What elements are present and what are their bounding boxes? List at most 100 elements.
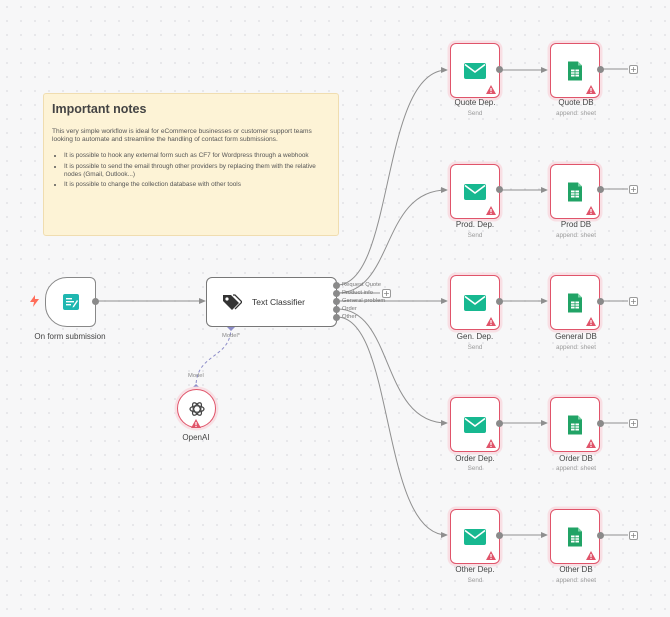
send-node-order[interactable]: [450, 397, 500, 452]
form-icon: [63, 294, 79, 310]
note-bullet: It is possible to change the collection …: [64, 181, 330, 189]
db-node-quote[interactable]: [550, 43, 600, 98]
text-classifier-node[interactable]: Text Classifier: [206, 277, 337, 327]
send-sub: Send: [467, 577, 483, 584]
send-output-handle[interactable]: [496, 532, 503, 539]
connection-other: [336, 316, 448, 536]
add-node-button[interactable]: +: [629, 419, 638, 428]
openai-node[interactable]: [177, 389, 216, 428]
output-label: Request Quote: [342, 282, 381, 288]
mail-icon: [464, 62, 486, 79]
trigger-label: On form submission: [34, 332, 106, 341]
connection-quote: [336, 69, 448, 286]
warning-icon: [486, 551, 496, 560]
send-output-handle[interactable]: [496, 66, 503, 73]
mail-icon: [464, 183, 486, 200]
send-node-other[interactable]: [450, 509, 500, 564]
output-handle[interactable]: [333, 306, 340, 313]
mail-icon: [464, 416, 486, 433]
db-output-handle[interactable]: [597, 420, 604, 427]
note-bullet: It is possible to send the email through…: [64, 163, 330, 179]
send-sub: Send: [467, 465, 483, 472]
db-sub: append: sheet: [556, 577, 596, 584]
connection-product: [336, 189, 448, 294]
warning-icon: [486, 206, 496, 215]
db-node-product[interactable]: [550, 164, 600, 219]
db-sub: append: sheet: [556, 344, 596, 351]
add-node-button[interactable]: +: [382, 289, 391, 298]
bolt-icon: [30, 295, 39, 307]
warning-icon: [586, 206, 596, 215]
warning-icon: [486, 439, 496, 448]
sheet-icon: [568, 415, 582, 434]
send-label: Other Dep.: [455, 565, 495, 574]
classifier-title: Text Classifier: [252, 297, 305, 307]
db-node-other[interactable]: [550, 509, 600, 564]
note-bullet: It is possible to hook any external form…: [64, 152, 330, 160]
sheet-icon: [568, 293, 582, 312]
send-output-handle[interactable]: [496, 186, 503, 193]
add-node-button[interactable]: +: [629, 531, 638, 540]
send-node-quote[interactable]: [450, 43, 500, 98]
note-intro: This very simple workflow is ideal for e…: [52, 128, 312, 144]
add-node-button[interactable]: +: [629, 297, 638, 306]
db-node-order[interactable]: [550, 397, 600, 452]
warning-icon: [586, 439, 596, 448]
db-label: Order DB: [559, 454, 593, 463]
model-input-label: Model*: [222, 333, 241, 339]
output-handle[interactable]: [333, 290, 340, 297]
db-node-general[interactable]: [550, 275, 600, 330]
mail-icon: [464, 528, 486, 545]
db-label: Other DB: [559, 565, 593, 574]
form-trigger-node[interactable]: [45, 277, 96, 327]
db-sub: append: sheet: [556, 465, 596, 472]
sheet-icon: [568, 61, 582, 80]
tag-icon: [223, 294, 242, 310]
send-label: Order Dep.: [455, 454, 495, 463]
output-handle[interactable]: [333, 314, 340, 321]
send-output-handle[interactable]: [496, 420, 503, 427]
send-sub: Send: [467, 110, 483, 117]
warning-icon: [586, 551, 596, 560]
db-output-handle[interactable]: [597, 298, 604, 305]
send-label: Prod. Dep.: [455, 220, 495, 229]
db-label: Quote DB: [558, 98, 594, 107]
sheet-icon: [568, 182, 582, 201]
db-sub: append: sheet: [556, 110, 596, 117]
note-title: Important notes: [52, 102, 147, 116]
send-node-general[interactable]: [450, 275, 500, 330]
warning-icon: [486, 85, 496, 94]
output-label: Other: [342, 314, 357, 320]
warning-icon: [586, 85, 596, 94]
sticky-note[interactable]: Important notes This very simple workflo…: [43, 93, 339, 236]
db-label: Prod DB: [560, 220, 592, 229]
db-label: General DB: [555, 332, 597, 341]
output-handle[interactable]: [333, 298, 340, 305]
send-output-handle[interactable]: [496, 298, 503, 305]
output-handle[interactable]: [333, 282, 340, 289]
warning-icon: [586, 317, 596, 326]
db-sub: append: sheet: [556, 232, 596, 239]
warning-icon: [191, 419, 201, 428]
mail-icon: [464, 294, 486, 311]
db-output-handle[interactable]: [597, 532, 604, 539]
add-node-button[interactable]: +: [629, 185, 638, 194]
add-node-button[interactable]: +: [629, 65, 638, 74]
note-bullets: It is possible to hook any external form…: [52, 152, 330, 189]
send-node-product[interactable]: [450, 164, 500, 219]
warning-icon: [486, 317, 496, 326]
output-label: Product info: [342, 290, 373, 296]
send-sub: Send: [467, 344, 483, 351]
openai-output-label: Model: [188, 373, 204, 379]
db-output-handle[interactable]: [597, 186, 604, 193]
openai-icon: [188, 401, 205, 416]
openai-label: OpenAI: [182, 433, 210, 442]
db-output-handle[interactable]: [597, 66, 604, 73]
connection-model: [195, 326, 232, 388]
output-label: General problem: [342, 298, 386, 304]
connection-order: [336, 308, 448, 424]
trigger-output-handle[interactable]: [92, 298, 99, 305]
send-label: Gen. Dep.: [456, 332, 494, 341]
